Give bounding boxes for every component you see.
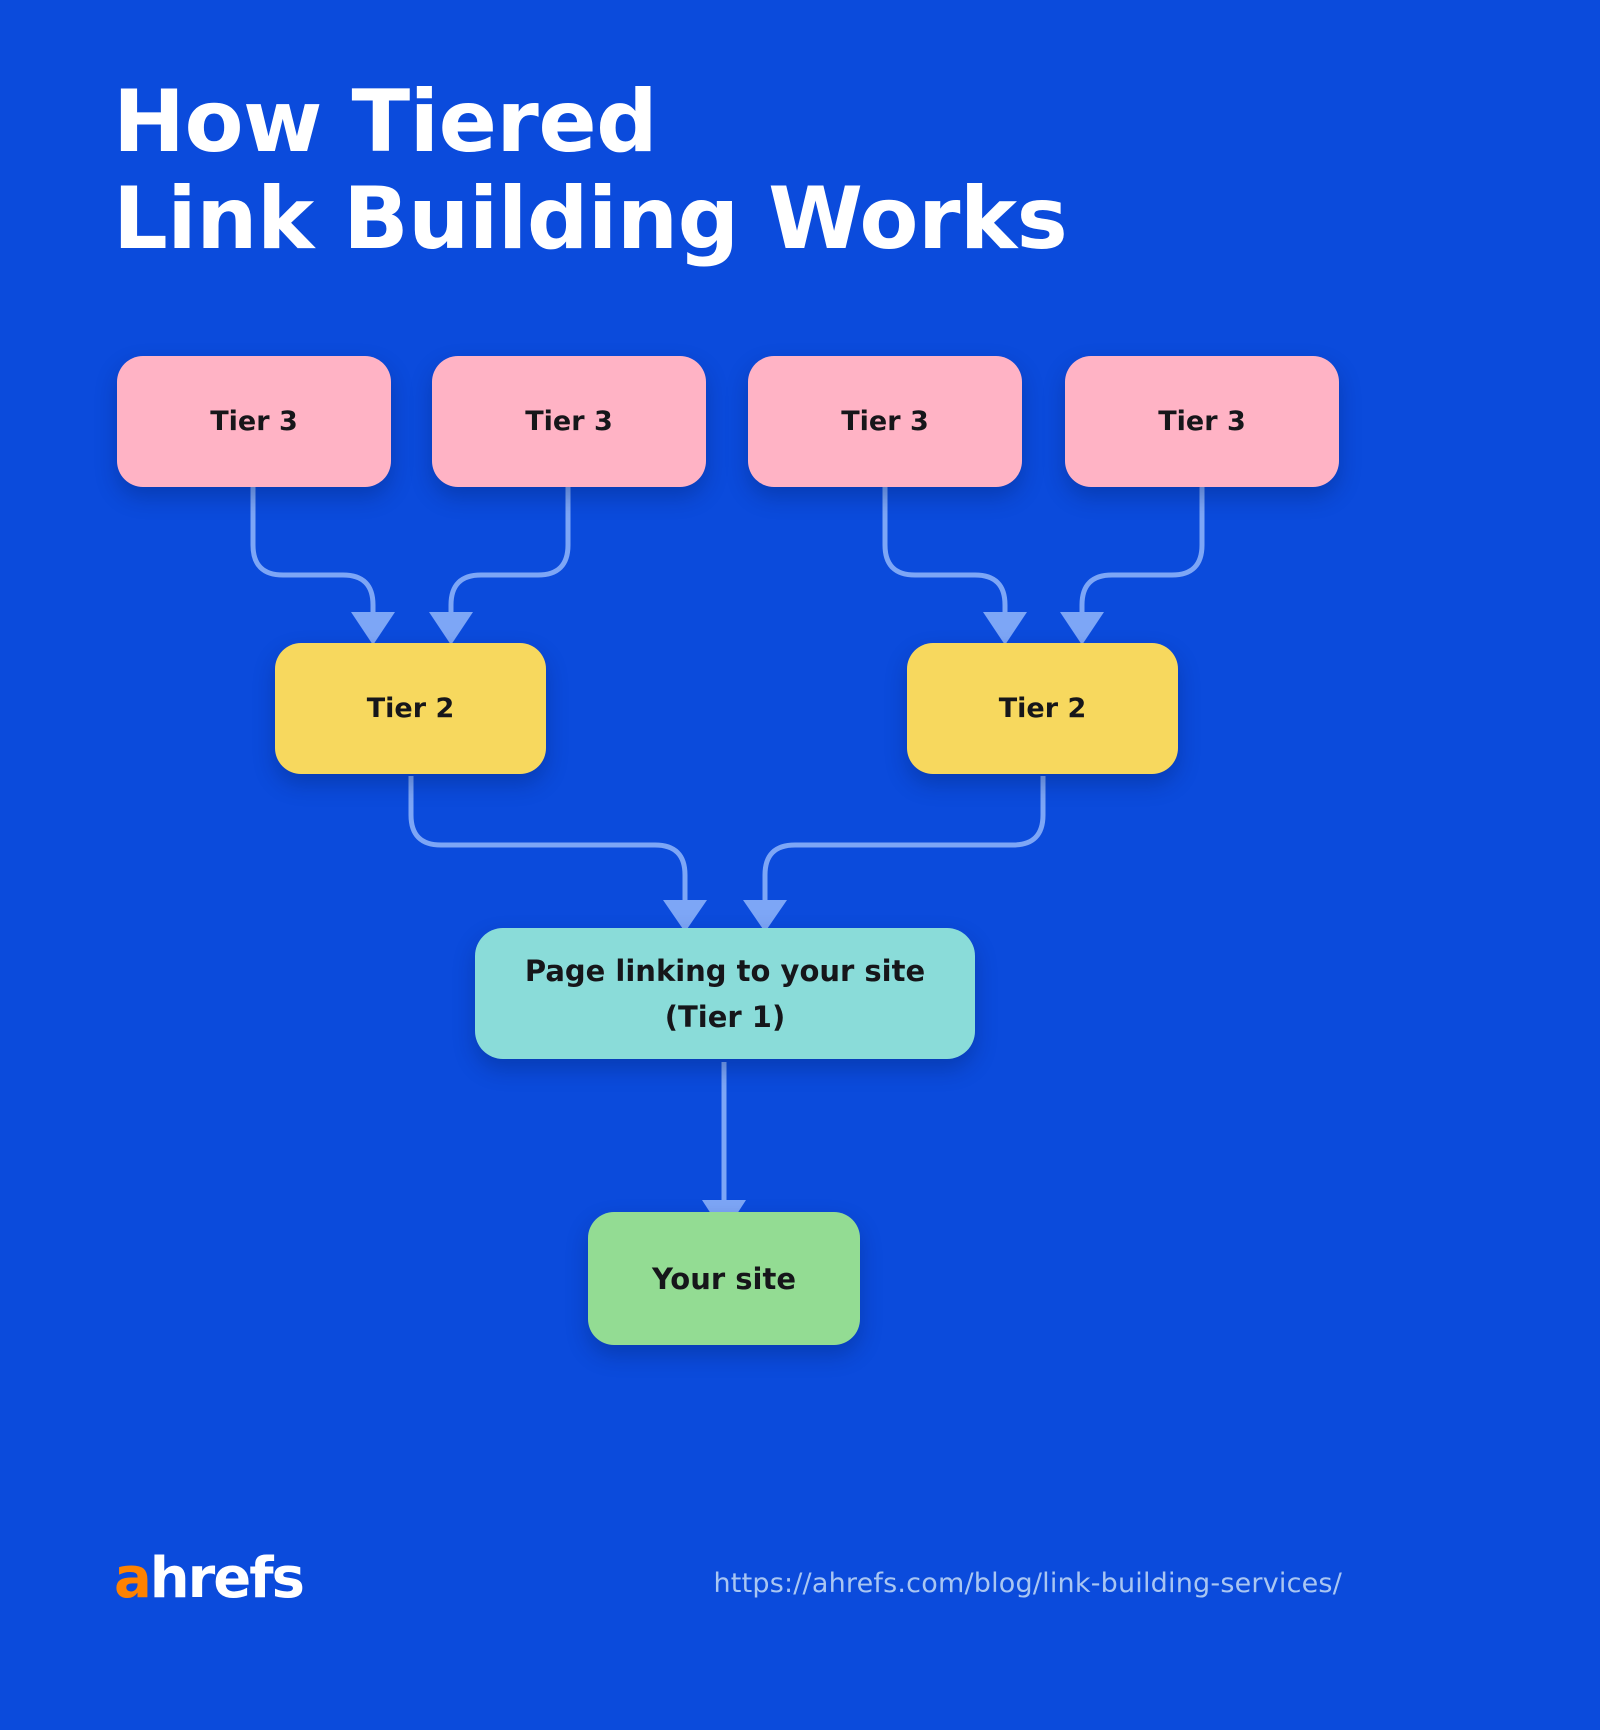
edge-tier3-2-to-tier2-1 [448, 487, 571, 612]
edge-tier2-2-to-tier1 [762, 776, 1046, 900]
node-tier3-4[interactable]: Tier 3 [1065, 356, 1339, 487]
node-tier1-label-line-1: Page linking to your site [524, 953, 926, 988]
node-your-site[interactable]: Your site [588, 1212, 860, 1345]
node-tier1[interactable]: Page linking to your site (Tier 1) [475, 928, 975, 1059]
node-tier3-3[interactable]: Tier 3 [748, 356, 1022, 487]
node-tier2-1-label: Tier 2 [366, 693, 455, 724]
node-tier3-4-label: Tier 3 [1158, 406, 1246, 437]
page-title-line-1: How Tiered [113, 72, 658, 172]
arrowhead-tier2-2-left [983, 612, 1027, 645]
page-title-line-2: Link Building Works [113, 169, 1068, 269]
node-tier2-2[interactable]: Tier 2 [907, 643, 1178, 774]
node-tier3-3-label: Tier 3 [841, 406, 929, 437]
edge-tier3-1-to-tier2-1 [250, 487, 376, 612]
node-tier3-1-label: Tier 3 [210, 406, 298, 437]
ahrefs-logo-wordmark: hrefs [149, 1546, 305, 1611]
node-tier2-2-label: Tier 2 [998, 693, 1087, 724]
arrowhead-tier2-1-right [429, 612, 473, 645]
edge-tier2-1-to-tier1 [408, 776, 688, 900]
edge-tier3-4-to-tier2-2 [1079, 487, 1205, 612]
node-tier3-2[interactable]: Tier 3 [432, 356, 706, 487]
arrowhead-tier2-2-right [1060, 612, 1104, 645]
footer-url[interactable]: https://ahrefs.com/blog/link-building-se… [713, 1568, 1342, 1599]
node-tier3-1[interactable]: Tier 3 [117, 356, 391, 487]
arrowhead-tier2-1-left [351, 612, 395, 645]
node-tier2-1[interactable]: Tier 2 [275, 643, 546, 774]
node-tier1-label-line-2: (Tier 1) [664, 999, 786, 1034]
ahrefs-logo[interactable]: ahrefs [114, 1546, 305, 1611]
ahrefs-logo-accent-letter: a [114, 1546, 152, 1611]
node-your-site-label: Your site [651, 1261, 797, 1296]
node-tier3-2-label: Tier 3 [525, 406, 613, 437]
page-title: How Tiered Link Building Works [113, 74, 1213, 268]
edge-group-tier3-to-tier2 [250, 487, 1205, 612]
edge-tier3-3-to-tier2-2 [882, 487, 1008, 612]
arrowhead-group-tier2 [351, 612, 1104, 645]
